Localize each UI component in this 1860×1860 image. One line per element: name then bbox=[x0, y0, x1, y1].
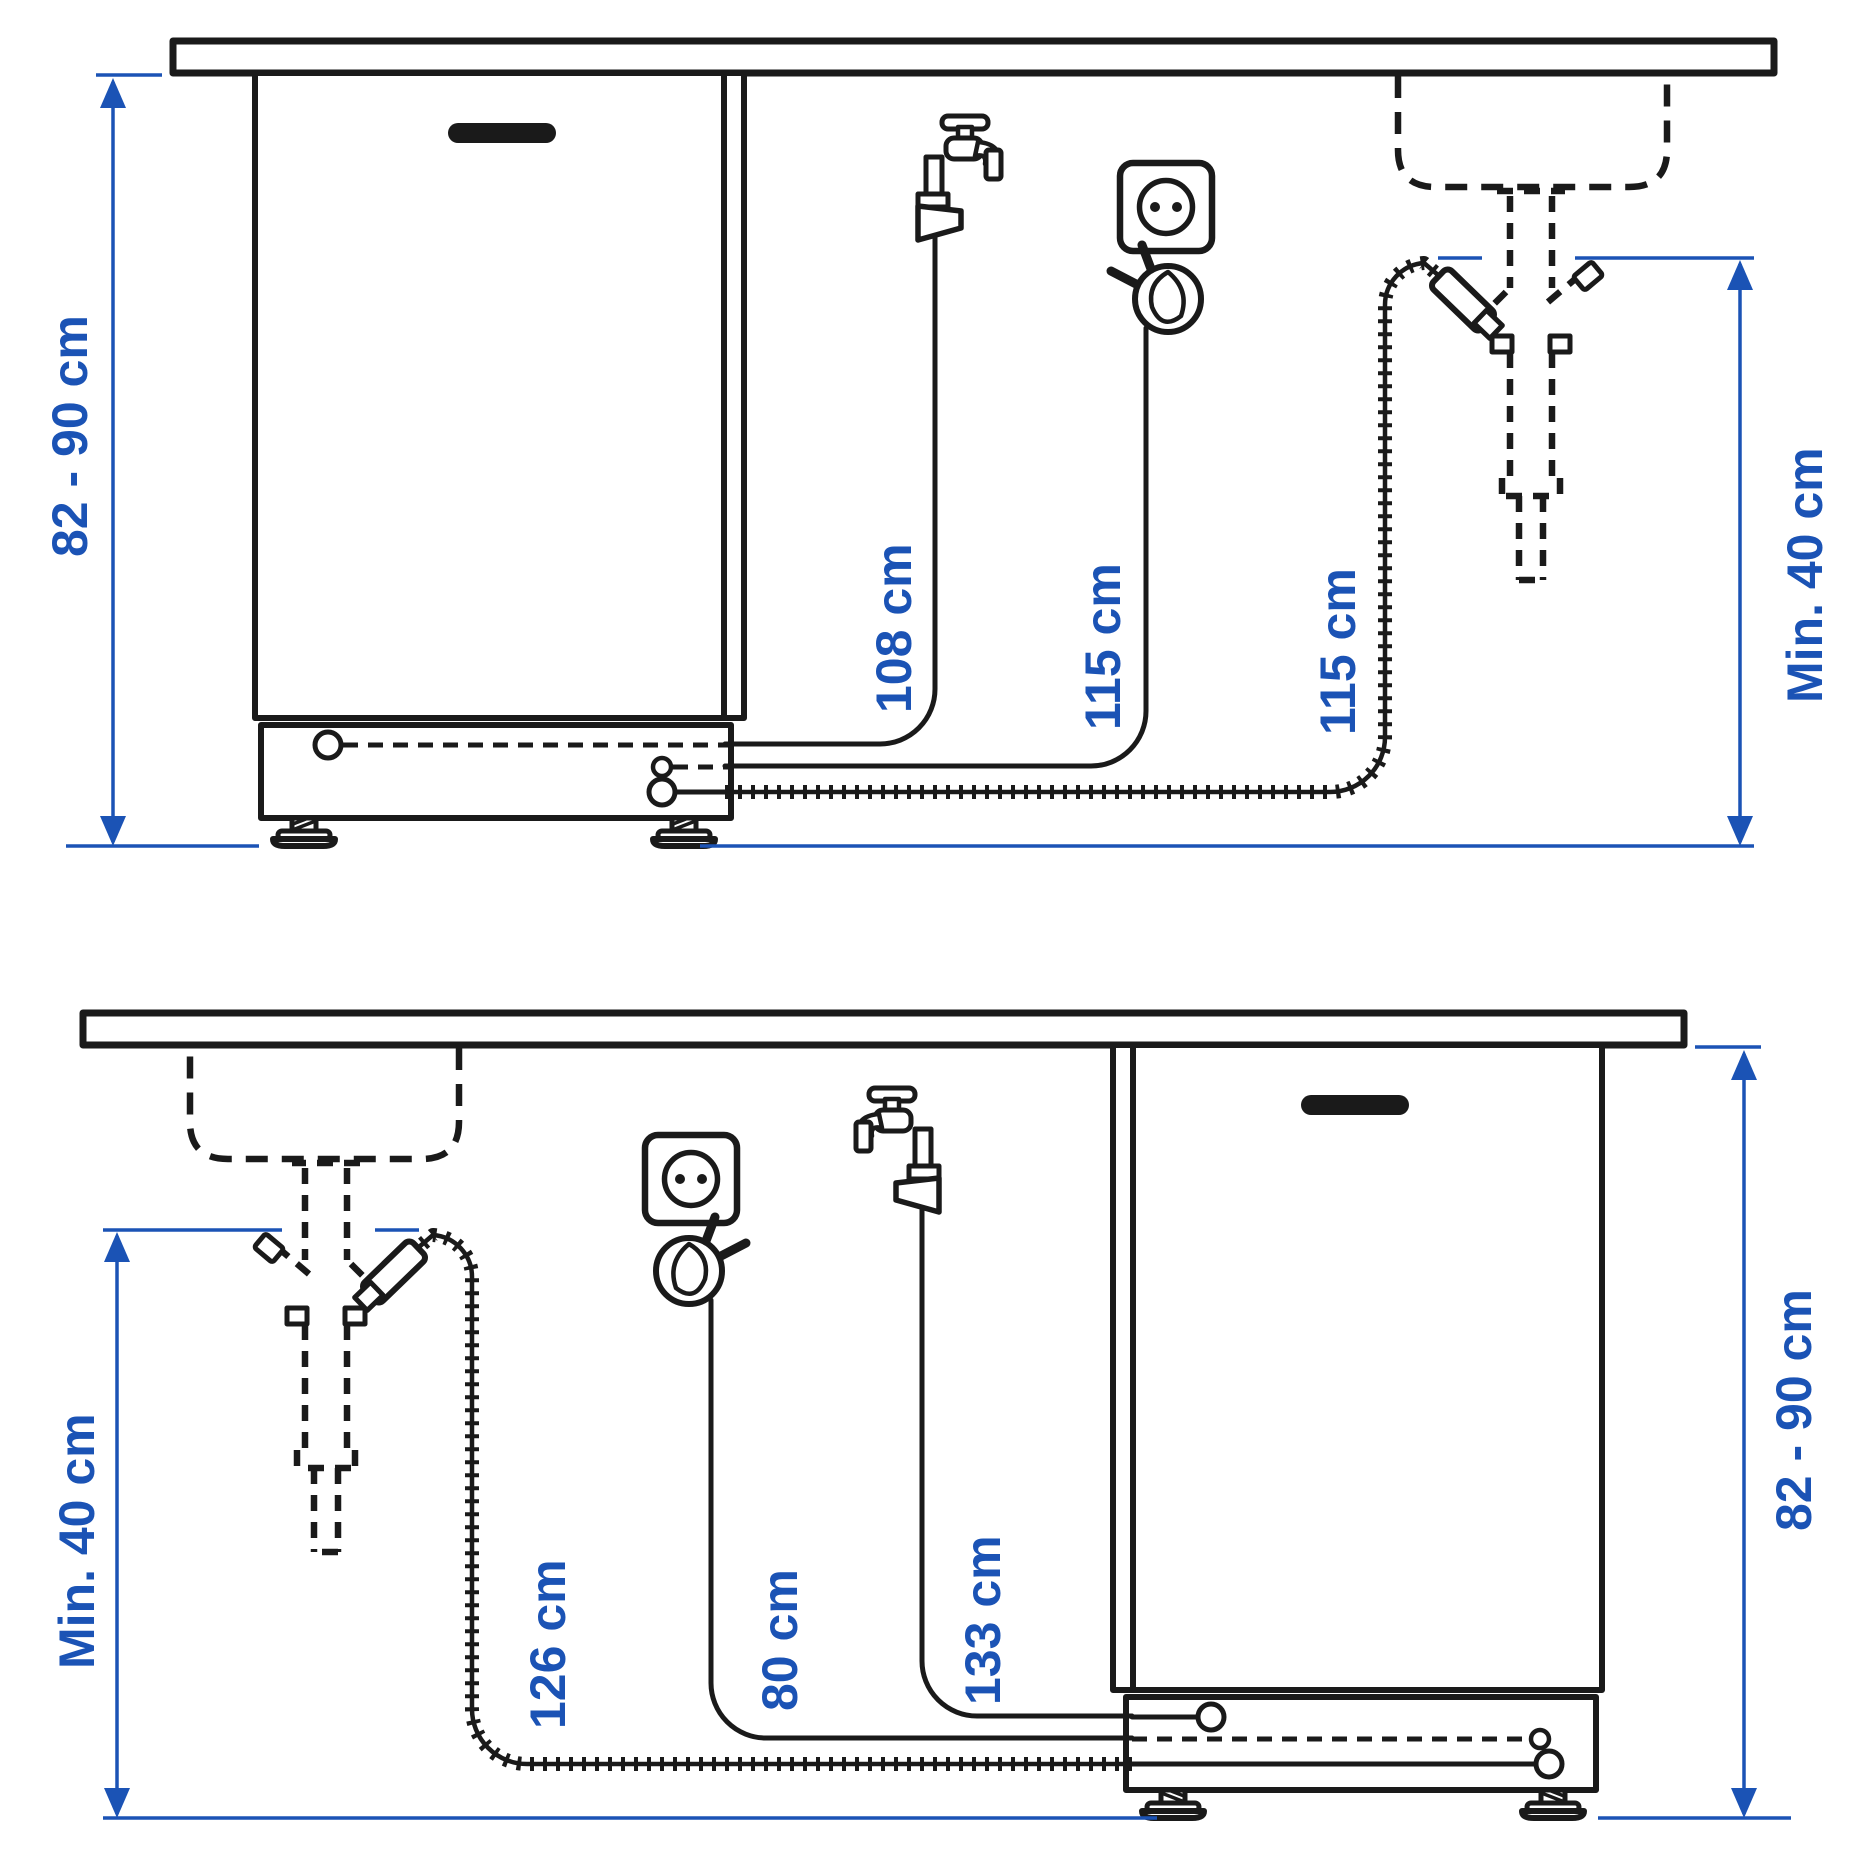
drain-outlet-icon bbox=[646, 776, 678, 808]
drain-clearance-label: Min. 40 cm bbox=[49, 1413, 105, 1669]
drain-outlet-icon bbox=[1533, 1748, 1565, 1780]
plinth-connections bbox=[1129, 1701, 1565, 1780]
power-cable-label: 115 cm bbox=[1075, 563, 1131, 730]
cabinet-height-label: 82 - 90 cm bbox=[42, 315, 98, 557]
plinth-connections bbox=[312, 729, 731, 808]
supply-hose-label: 108 cm bbox=[866, 543, 922, 713]
supply-hose-label: 133 cm bbox=[955, 1535, 1011, 1705]
bottom-diagram: Min. 40 cm 126 cm 80 cm 133 cm 82 - 90 c… bbox=[49, 1013, 1822, 1818]
supply-inlet-icon bbox=[312, 729, 344, 761]
top-diagram: 82 - 90 cm 108 cm 115 cm 115 cm Min. 40 … bbox=[42, 41, 1833, 846]
cabinet-height-label: 82 - 90 cm bbox=[1766, 1289, 1822, 1531]
drain-clearance-label: Min. 40 cm bbox=[1777, 447, 1833, 703]
supply-inlet-icon bbox=[1195, 1701, 1227, 1733]
power-cable-label: 80 cm bbox=[752, 1569, 808, 1711]
cable-port-icon bbox=[1528, 1727, 1552, 1751]
drain-hose-label: 115 cm bbox=[1310, 568, 1366, 735]
drain-hose-label: 126 cm bbox=[520, 1559, 576, 1729]
cable-port-icon bbox=[650, 755, 674, 779]
